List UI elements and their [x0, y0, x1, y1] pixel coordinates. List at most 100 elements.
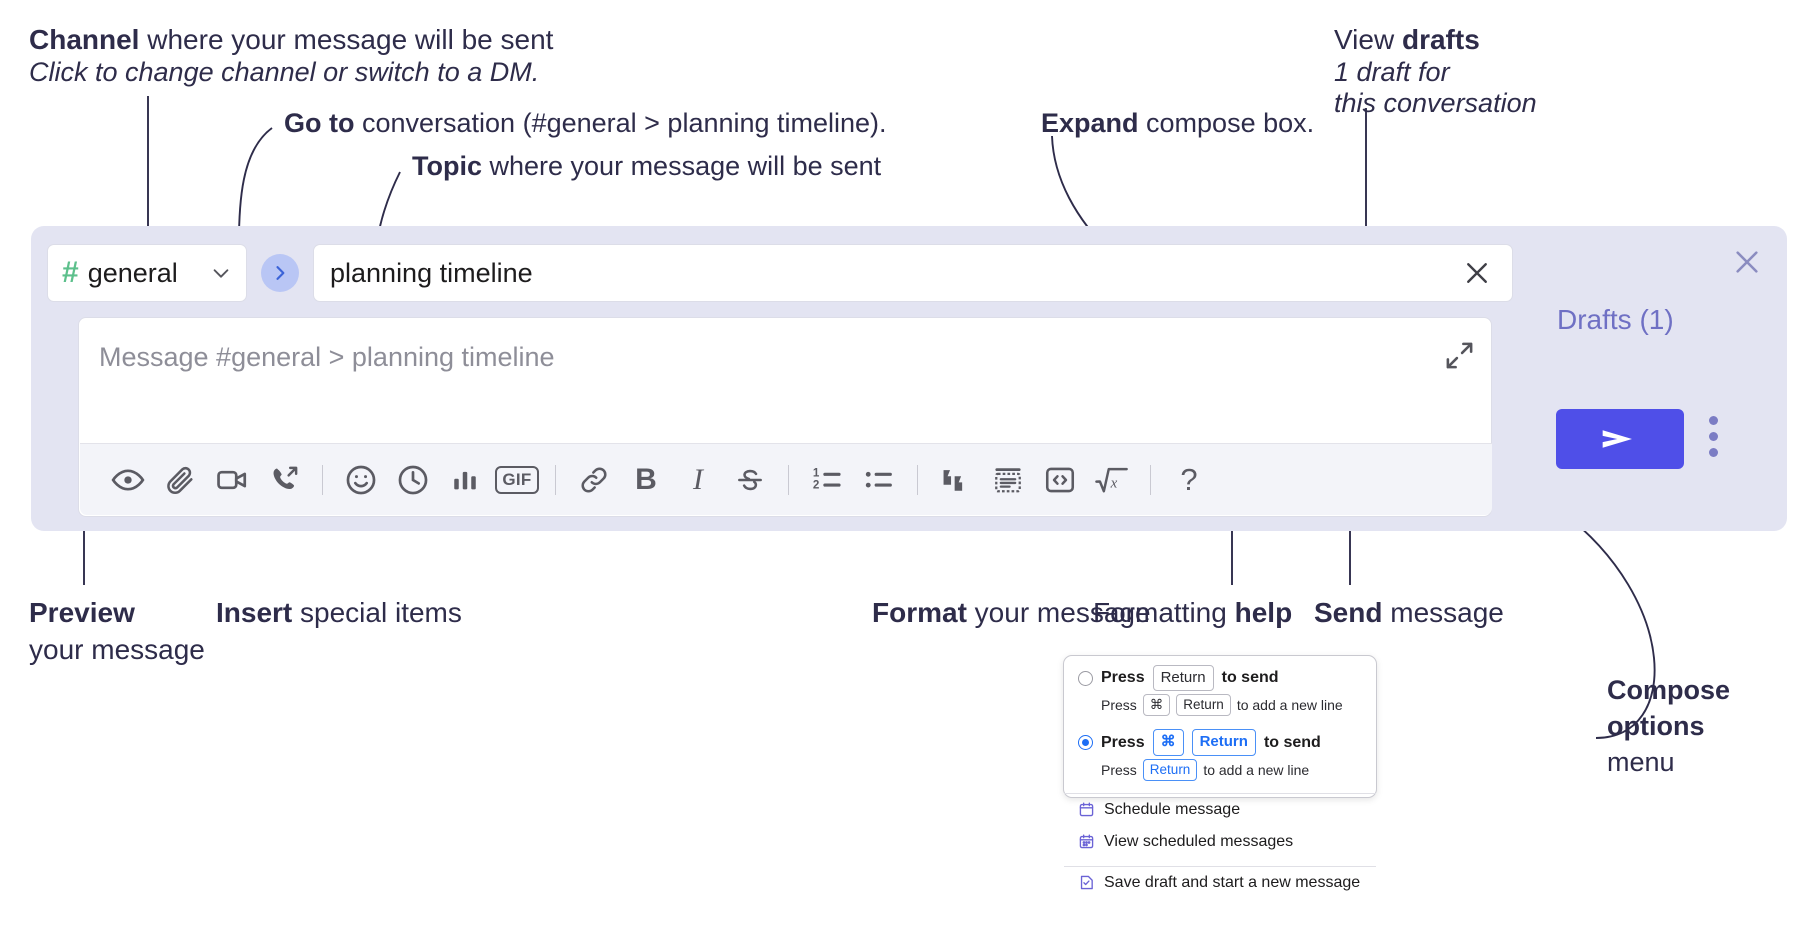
annotation-help-lead: Formatting [1093, 597, 1235, 628]
drafts-link[interactable]: Drafts (1) [1557, 304, 1674, 335]
gif-icon[interactable]: GIF [491, 454, 543, 506]
menu-item-save-draft[interactable]: Save draft and start a new message [1064, 867, 1376, 899]
annotation-expand-rest: compose box. [1138, 108, 1315, 138]
overflow-menu-icon[interactable] [1709, 416, 1718, 464]
code-icon[interactable] [1034, 454, 1086, 506]
blockquote-icon[interactable] [930, 454, 982, 506]
help-icon[interactable]: ? [1163, 454, 1215, 506]
annotation-compose-options-3: menu [1607, 745, 1675, 780]
italic-label: I [693, 462, 703, 496]
annotation-drafts-sub2: this conversation [1334, 86, 1537, 121]
clock-icon[interactable] [387, 454, 439, 506]
option-tail-label: to send [1221, 669, 1279, 687]
annotation-expand-bold: Expand [1041, 108, 1139, 138]
menu-item-label: Schedule message [1104, 800, 1241, 818]
svg-text:1: 1 [813, 466, 820, 479]
annotation-channel-sub: Click to change channel or switch to a D… [29, 55, 539, 90]
annotation-drafts-sub1: 1 draft for [1334, 55, 1450, 90]
chevron-right-icon [276, 266, 285, 280]
italic-icon[interactable]: I [672, 454, 724, 506]
annotation-topic: Topic where your message will be sent [412, 149, 881, 184]
annotation-drafts-italic1: 1 draft for [1334, 57, 1450, 87]
annotation-drafts-italic2: this conversation [1334, 88, 1537, 118]
annotation-topic-rest: where your message will be sent [482, 151, 882, 181]
radio-selected-icon[interactable] [1078, 735, 1093, 751]
help-label: ? [1180, 461, 1198, 497]
toolbar-divider [917, 464, 918, 495]
annotation-send: Send message [1314, 595, 1504, 631]
send-button[interactable] [1556, 409, 1684, 469]
annotation-drafts-bold: drafts [1401, 24, 1480, 55]
sub-press-label: Press [1101, 761, 1137, 778]
menu-divider [1064, 865, 1376, 867]
sub-press-label: Press [1101, 697, 1137, 714]
annotation-preview-sub: your message [29, 632, 205, 668]
close-icon[interactable] [1731, 246, 1763, 278]
strikethrough-icon[interactable] [724, 454, 776, 506]
annotation-channel-rest: where your message will be sent [139, 24, 554, 55]
annotation-help-bold: help [1234, 597, 1293, 628]
channel-selector-button[interactable]: # general [47, 244, 247, 302]
compose-header-row: # general planning timeline [47, 244, 1513, 302]
toolbar-divider [788, 464, 789, 495]
option-press-label: Press [1101, 669, 1145, 687]
math-icon[interactable]: x [1086, 454, 1138, 506]
compose-main: # general planning timeline Message #gen… [31, 226, 1536, 531]
video-icon[interactable] [206, 454, 258, 506]
send-option-cmd-return-sub: Press Return to add a new line [1064, 756, 1376, 785]
key-return: Return [1191, 729, 1256, 756]
annotation-send-rest: message [1382, 597, 1504, 628]
annotation-preview-rest: your message [29, 634, 205, 665]
message-input-area[interactable]: Message #general > planning timeline [78, 317, 1492, 517]
close-icon[interactable] [1458, 254, 1496, 292]
menu-item-schedule-message[interactable]: Schedule message [1064, 794, 1376, 826]
hash-icon: # [62, 256, 79, 289]
annotation-channel: Channel where your message will be sent [29, 22, 553, 58]
link-icon[interactable] [568, 454, 620, 506]
toolbar-divider [1150, 464, 1151, 495]
annotation-channel-italic: Click to change channel or switch to a D… [29, 57, 540, 87]
menu-divider [1064, 792, 1376, 794]
channel-name-label: general [87, 257, 178, 288]
annotation-send-bold: Send [1314, 597, 1383, 628]
save-draft-icon [1078, 874, 1095, 891]
attachment-icon[interactable] [154, 454, 206, 506]
message-placeholder: Message #general > planning timeline [99, 342, 555, 372]
key-return: Return [1142, 758, 1198, 781]
send-option-cmd-return[interactable]: Press ⌘ Return to send [1064, 720, 1376, 756]
bold-label: B [635, 462, 657, 496]
kebab-dot [1709, 432, 1718, 441]
bulleted-list-icon[interactable] [853, 454, 905, 506]
emoji-icon[interactable] [335, 454, 387, 506]
option-press-label: Press [1101, 733, 1145, 751]
kebab-dot [1709, 416, 1718, 425]
radio-unselected-icon[interactable] [1078, 670, 1093, 686]
annotation-insert-bold: Insert [216, 597, 293, 628]
annotation-compose-options-line3: menu [1607, 747, 1675, 777]
annotation-drafts: View drafts [1334, 22, 1480, 58]
annotation-topic-bold: Topic [412, 151, 482, 181]
key-command: ⌘ [1152, 729, 1184, 756]
sub-tail-label: to add a new line [1236, 697, 1343, 714]
send-option-return[interactable]: Press Return to send [1064, 656, 1376, 692]
calendar-schedule-icon [1078, 801, 1095, 818]
annotation-goto: Go to conversation (#general > planning … [284, 106, 887, 141]
option-tail-label: to send [1263, 733, 1321, 751]
annotation-compose-options-line2: options [1607, 711, 1705, 741]
code-block-icon[interactable] [982, 454, 1034, 506]
compose-options-menu: Press Return to send Press ⌘ Return to a… [1063, 655, 1377, 891]
go-to-conversation-button[interactable] [261, 254, 299, 292]
menu-item-view-scheduled[interactable]: View scheduled messages [1064, 826, 1376, 858]
poll-icon[interactable] [439, 454, 491, 506]
topic-input[interactable]: planning timeline [313, 244, 1513, 302]
toolbar-divider [555, 464, 556, 495]
expand-icon[interactable] [1444, 340, 1475, 371]
toolbar-divider [322, 464, 323, 495]
chevron-down-icon [210, 262, 232, 284]
bold-icon[interactable]: B [620, 454, 672, 506]
menu-item-label: Save draft and start a new message [1104, 873, 1361, 891]
preview-icon[interactable] [102, 454, 154, 506]
audio-call-icon[interactable] [258, 454, 310, 506]
